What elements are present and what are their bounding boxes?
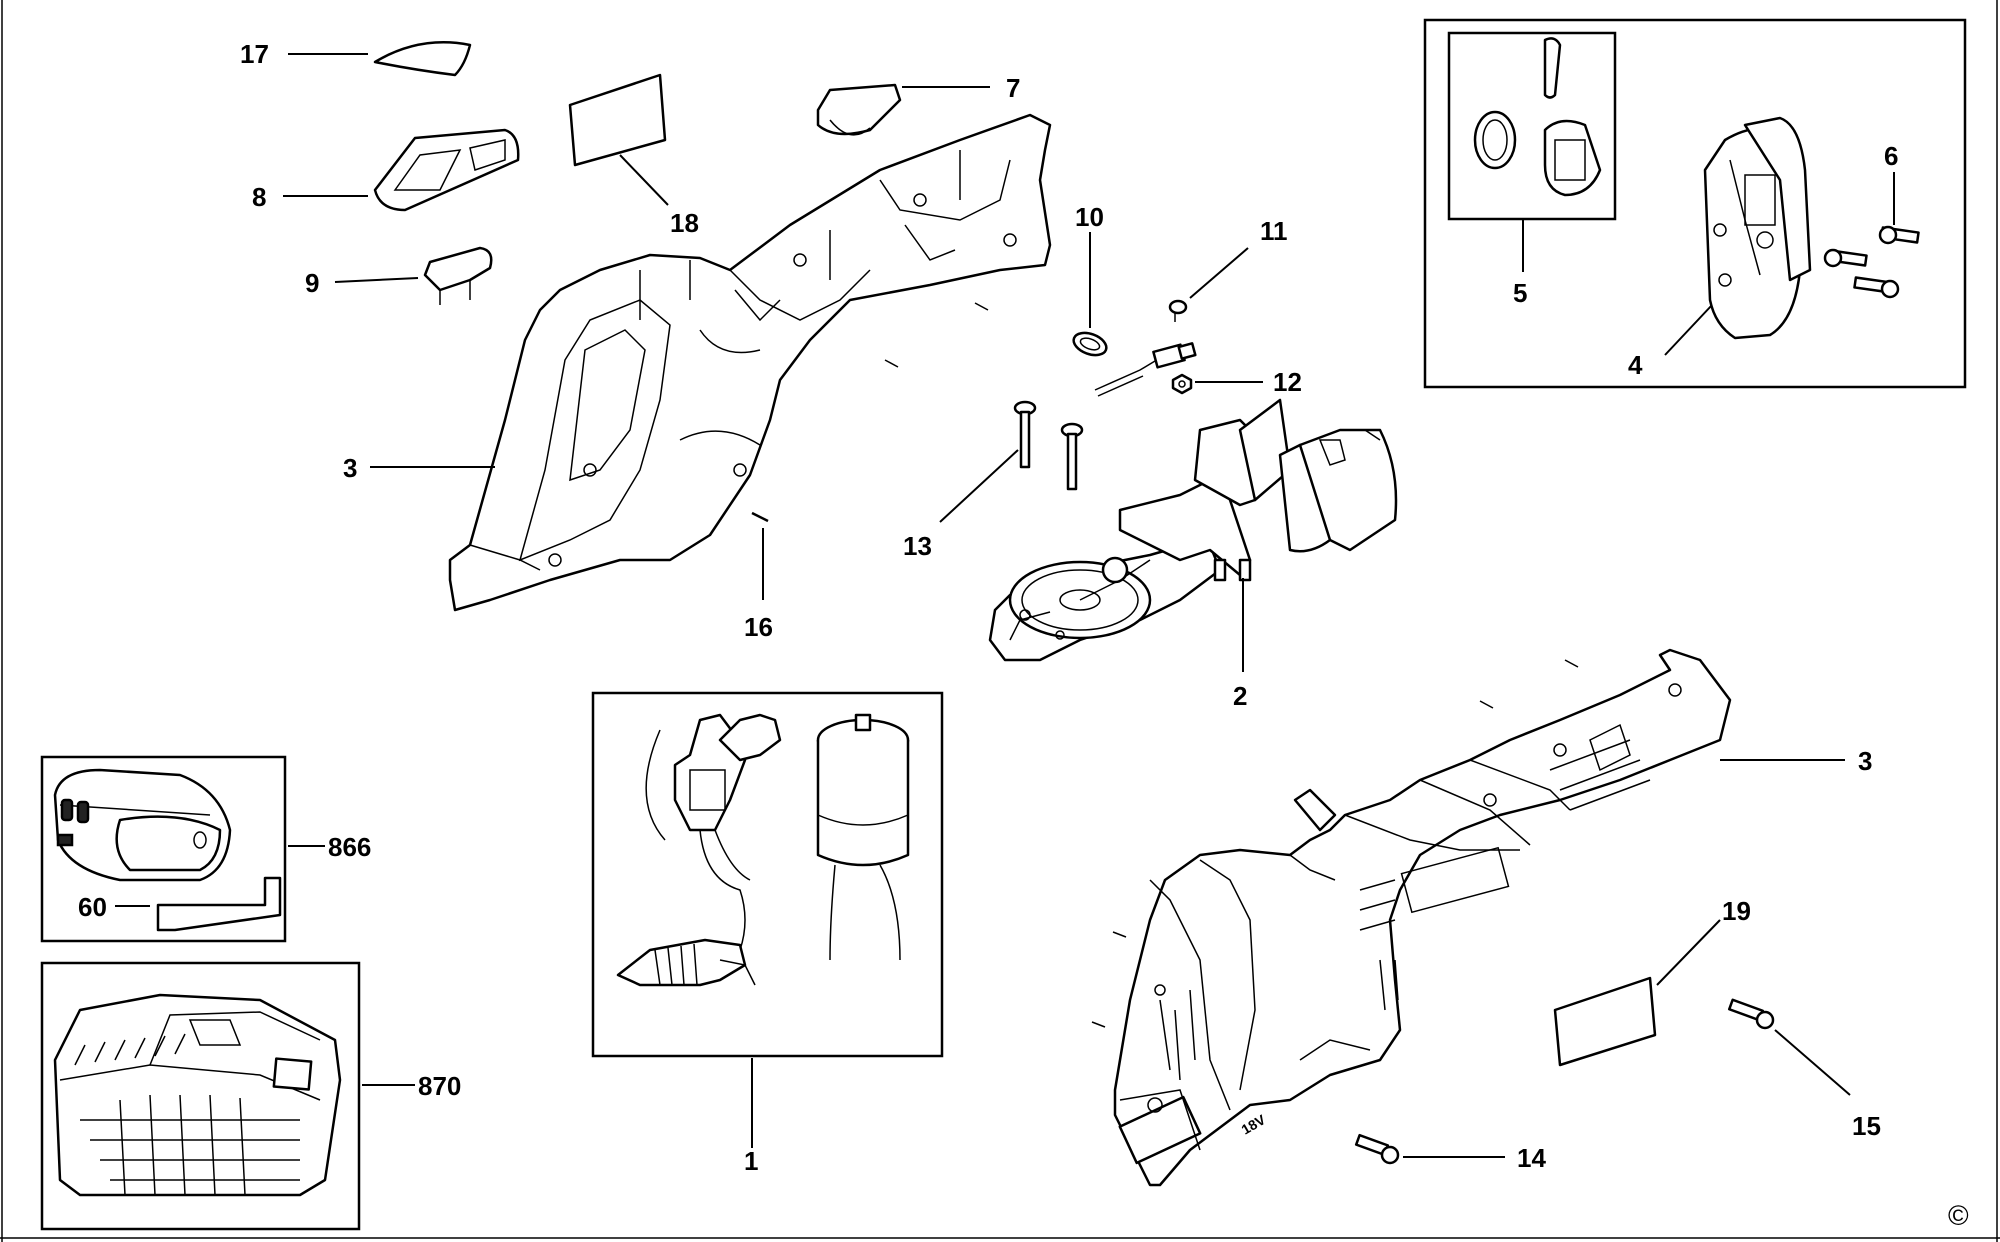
part-16-pin <box>751 511 769 523</box>
part-3-assembled-saw: 18V <box>1113 648 1732 1187</box>
leader-13 <box>939 449 1019 523</box>
part-12-nut <box>1171 373 1193 395</box>
pin-mark-4 <box>1091 1021 1106 1028</box>
leader-18 <box>619 154 669 206</box>
part-1-switch-and-motor <box>616 713 910 987</box>
kit-box-switch-motor <box>591 691 944 1058</box>
callout-870: 870 <box>418 1071 461 1101</box>
callout-5: 5 <box>1513 278 1527 308</box>
pin-mark-1 <box>974 302 989 311</box>
leader-11 <box>1189 247 1249 299</box>
kit-subbox-5 <box>1447 31 1617 221</box>
part-3-housing-half <box>448 113 1052 612</box>
callout-60: 60 <box>78 892 107 922</box>
callout-10: 10 <box>1075 202 1104 232</box>
part-19-label <box>1553 976 1657 1067</box>
callout-6: 6 <box>1884 141 1898 171</box>
callout-18: 18 <box>670 208 699 238</box>
callout-12: 12 <box>1273 367 1302 397</box>
part-13-screws <box>1013 400 1084 491</box>
part-6-screws <box>1823 225 1920 299</box>
leader-15 <box>1774 1029 1851 1096</box>
callout-7: 7 <box>1006 73 1020 103</box>
part-4-belt-hook <box>1703 116 1812 340</box>
part-5-clip-set <box>1473 37 1602 197</box>
leader-9 <box>334 277 419 283</box>
part-14-screw <box>1354 1133 1400 1165</box>
callout-2: 2 <box>1233 681 1247 711</box>
callout-19: 19 <box>1722 896 1751 926</box>
callout-15: 15 <box>1852 1111 1881 1141</box>
callout-866: 866 <box>328 832 371 862</box>
leader-4 <box>1664 304 1713 356</box>
callout-8: 8 <box>252 182 266 212</box>
callout-17: 17 <box>240 39 269 69</box>
kit-box-battery <box>40 755 287 943</box>
pin-mark-2 <box>884 359 899 368</box>
part-7-clip <box>816 83 902 136</box>
part-15-screw <box>1728 998 1775 1030</box>
callout-14: 14 <box>1517 1143 1546 1173</box>
callout-3b: 3 <box>1858 746 1872 776</box>
part-870-charger <box>53 993 342 1197</box>
part-866-battery <box>53 768 232 882</box>
part-18-label <box>568 73 667 167</box>
pin-mark-6 <box>1564 659 1579 668</box>
copyright-symbol: © <box>1948 1200 1969 1231</box>
part-10-ring <box>1072 331 1108 357</box>
part-wire-connector <box>1094 342 1197 397</box>
pin-mark-3 <box>1112 931 1127 938</box>
part-60-battery-cover <box>156 876 282 932</box>
part-2-gearbox-assembly <box>988 398 1398 662</box>
callout-13: 13 <box>903 531 932 561</box>
kit-box-charger <box>40 961 361 1231</box>
callout-9: 9 <box>305 268 319 298</box>
callout-3a: 3 <box>343 453 357 483</box>
callout-11: 11 <box>1260 216 1288 246</box>
part-9-button <box>423 246 493 305</box>
tool-voltage-label: 18V <box>1239 1111 1269 1138</box>
part-17-label <box>373 41 472 77</box>
kit-box-belt-hook <box>1423 18 1967 389</box>
pin-mark-5 <box>1479 700 1494 709</box>
callout-16: 16 <box>744 612 773 642</box>
part-11-screw <box>1168 299 1188 322</box>
leader-19 <box>1656 919 1721 986</box>
callout-4: 4 <box>1628 350 1643 380</box>
part-8-switch-cover <box>373 128 520 212</box>
callout-1: 1 <box>744 1146 758 1176</box>
